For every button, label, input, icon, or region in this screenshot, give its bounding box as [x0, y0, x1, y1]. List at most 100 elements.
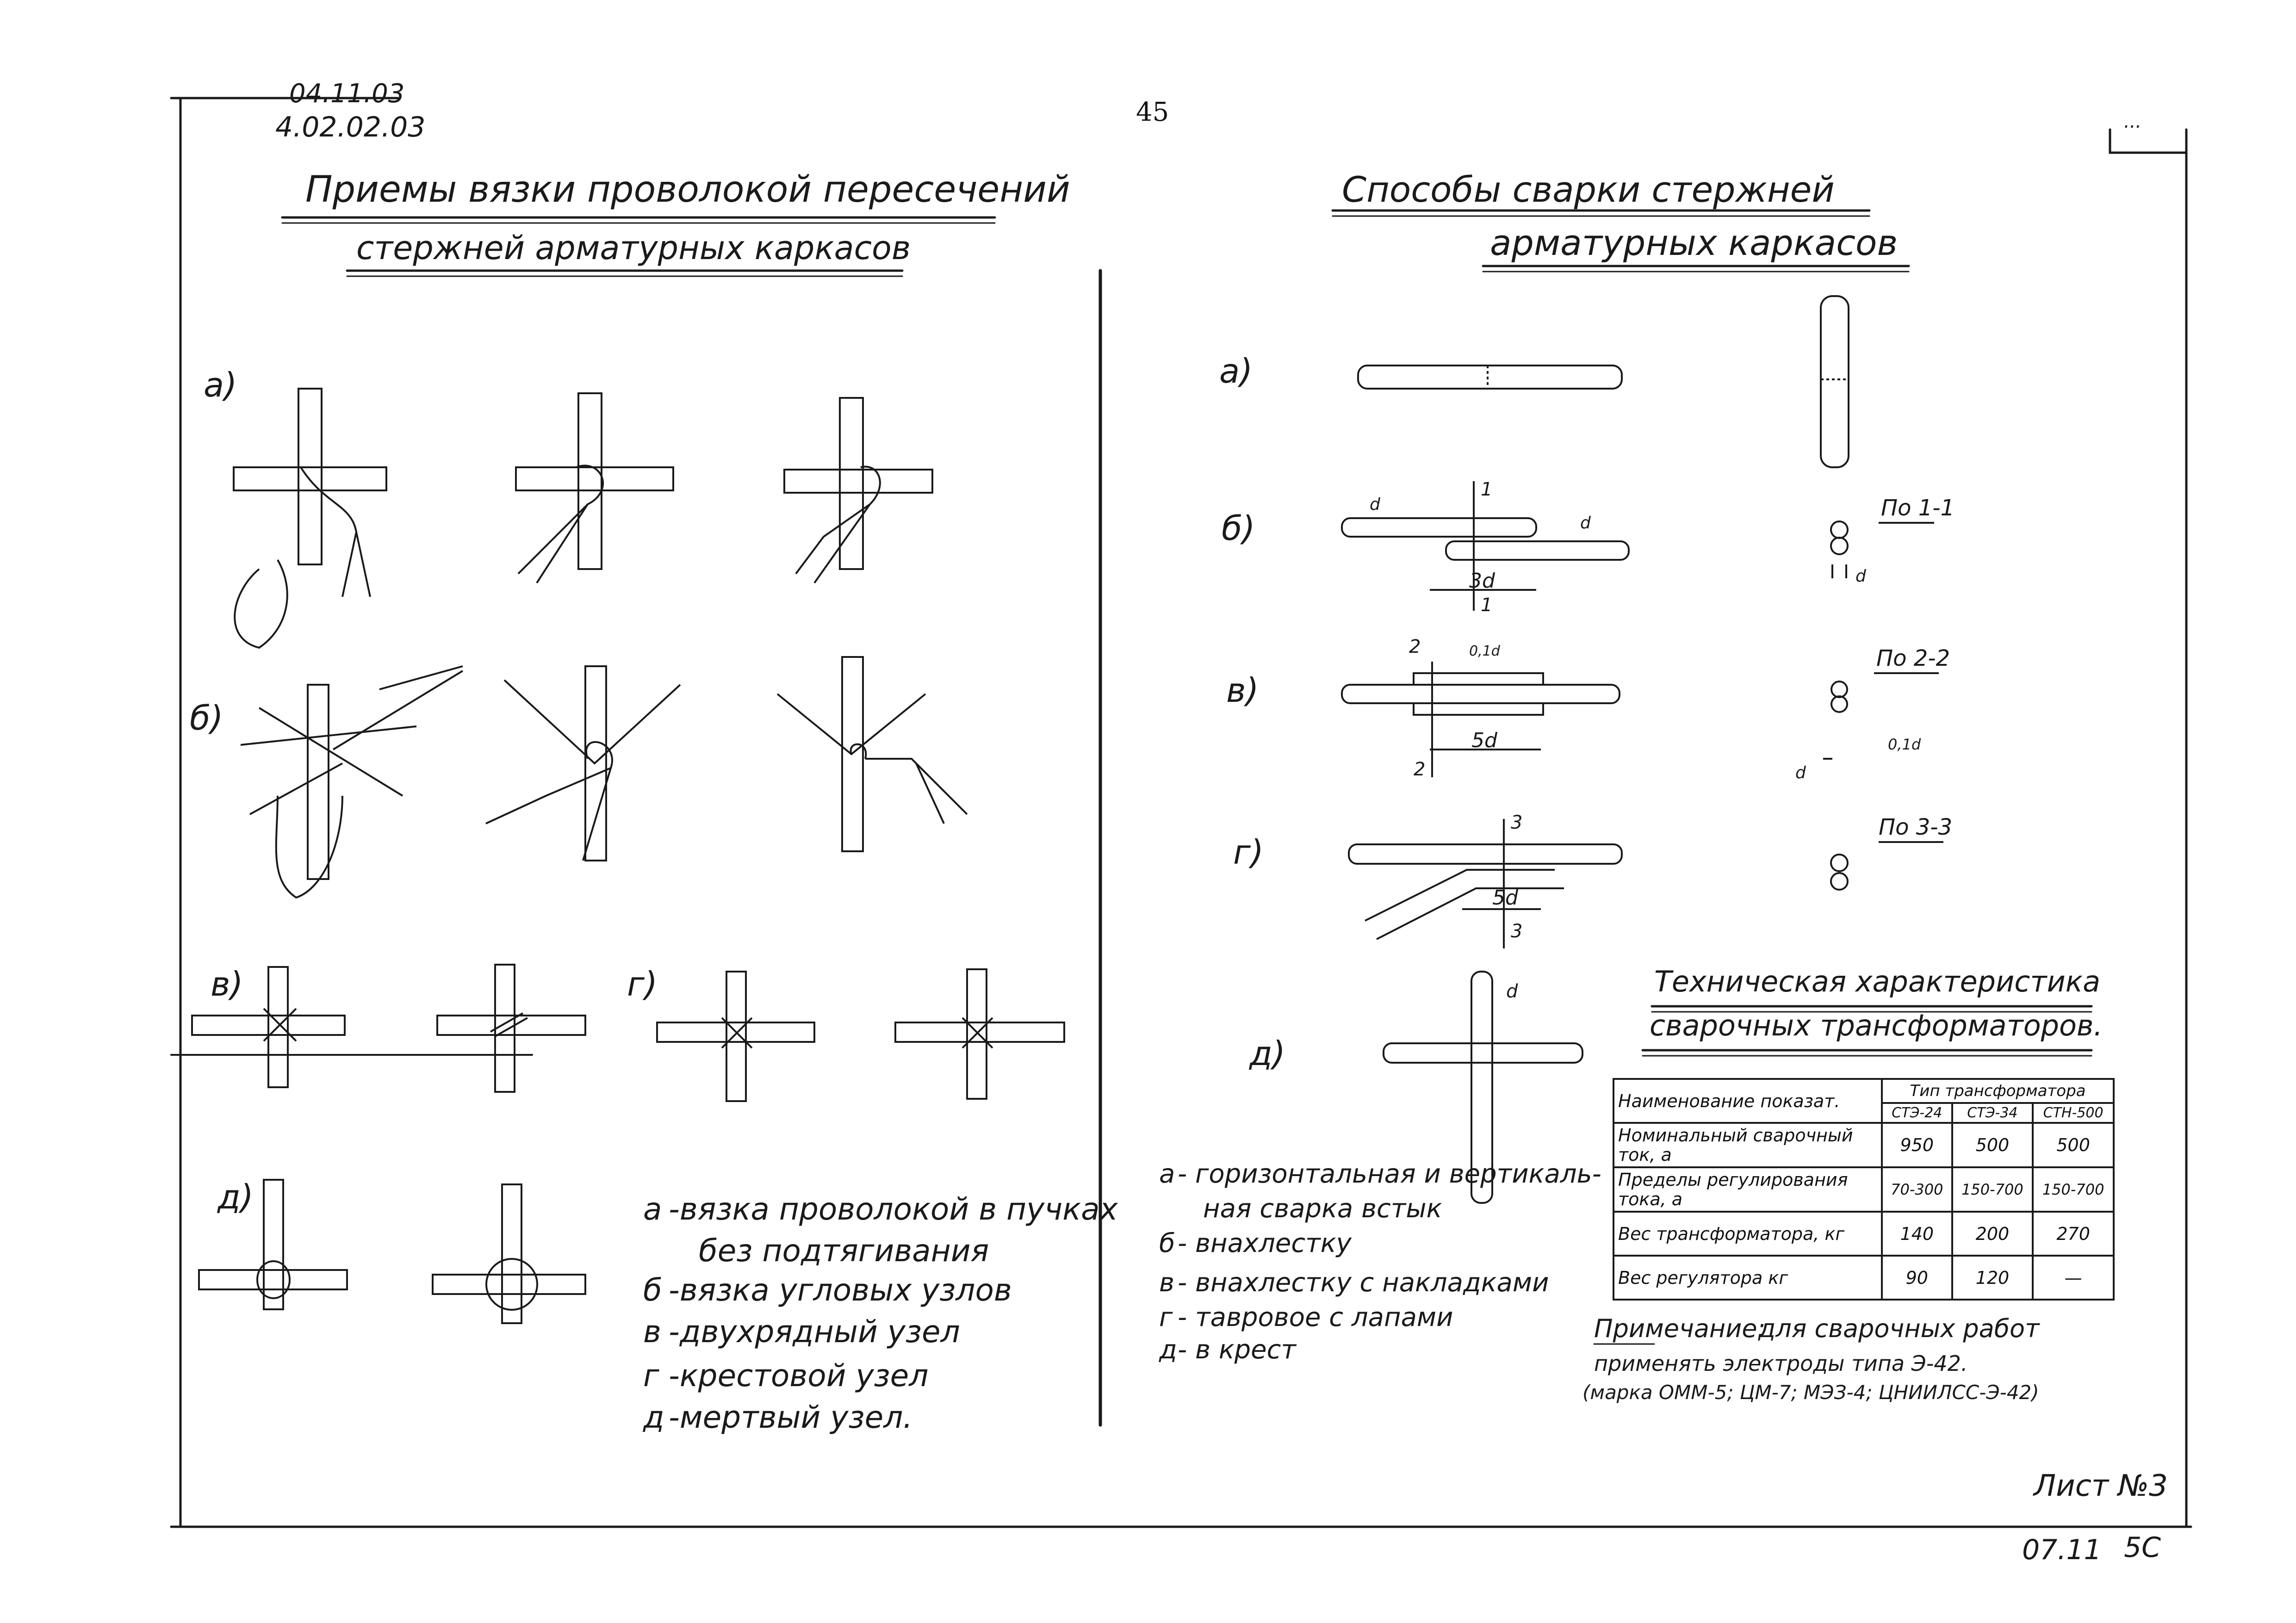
tie-a-1 — [233, 388, 387, 649]
corner-mark: ... — [2124, 111, 2142, 132]
right-legend-text-a2: ная сварка встык — [1203, 1194, 1442, 1224]
table-col-2: СТЭ-34 — [1951, 1102, 2034, 1124]
note-label: Примечание: — [1594, 1314, 1766, 1343]
transformer-table: Наименование показат. Тип трансформатора… — [1613, 1078, 2115, 1301]
table-subheader-row: СТЭ-24 СТЭ-34 СТН-500 — [1613, 1102, 2115, 1124]
right-title-line2: арматурных каркасов — [1490, 222, 1898, 263]
table-cell: 500 — [2032, 1122, 2115, 1168]
cut-1-bottom: 1 — [1481, 595, 1493, 616]
table-cell: 90 — [1881, 1255, 1953, 1301]
cut-1-top: 1 — [1481, 479, 1493, 500]
table-cell: 150-700 — [1951, 1166, 2034, 1213]
dim-01d-a: 0,1d — [1469, 643, 1500, 659]
table-cell: 270 — [2032, 1211, 2115, 1257]
weld-b-lap — [1341, 481, 1630, 611]
table-cell: 140 — [1881, 1211, 1953, 1257]
left-legend-text-c: -двухрядный узел — [669, 1314, 960, 1350]
left-title-line2: стержней арматурных каркасов — [356, 229, 911, 267]
tie-e-1 — [198, 1179, 348, 1310]
note-line2: применять электроды типа Э-42. — [1594, 1351, 1968, 1376]
left-legend-letter-d: г — [643, 1358, 659, 1394]
right-legend-text-d: - тавровое с лапами — [1178, 1302, 1453, 1332]
note-line1: для сварочных работ — [1758, 1314, 2040, 1343]
left-legend-letter-c: в — [643, 1314, 661, 1350]
table-header-group: Тип трансформатора — [1881, 1078, 2115, 1104]
table-col-1: СТЭ-24 — [1881, 1102, 1953, 1124]
left-label-c: в) — [211, 965, 243, 1004]
table-row-name: Вес регулятора кг — [1613, 1255, 1883, 1301]
tie-b-3 — [776, 656, 968, 852]
dim-d-5: d — [1506, 981, 1518, 1002]
table-header-row: Наименование показат. Тип трансформатора — [1613, 1078, 2115, 1124]
table-cell: 120 — [1951, 1255, 2034, 1301]
tie-a-3 — [783, 397, 933, 584]
right-legend-text-a: - горизонтальная и вертикаль- — [1178, 1159, 1601, 1189]
weld-d-section — [1830, 841, 1943, 891]
cut-3-top: 3 — [1511, 812, 1523, 833]
right-legend-text-c: - внахлестку с накладками — [1178, 1268, 1549, 1298]
table-col-3: СТН-500 — [2032, 1102, 2115, 1124]
dim-d-3: d — [1855, 567, 1866, 586]
tie-d-2 — [894, 968, 1065, 1100]
page-number: 45 — [1136, 97, 1169, 127]
tie-c-1 — [191, 966, 346, 1088]
right-legend-letter-c: в — [1159, 1268, 1175, 1298]
cut-3-bottom: 3 — [1511, 921, 1523, 942]
right-label-e: д) — [1249, 1034, 1285, 1073]
weld-d-tee — [1348, 819, 1623, 948]
dim-5d-strap: 5d — [1471, 729, 1497, 752]
left-label-a: а) — [204, 365, 237, 404]
right-label-c: в) — [1226, 671, 1259, 710]
table-row-name: Пределы регулирования тока, а — [1613, 1166, 1883, 1213]
dim-5d-tee: 5d — [1492, 886, 1518, 910]
dim-01d-b: 0,1d — [1888, 736, 1921, 753]
tie-d-1 — [656, 971, 815, 1102]
right-label-b: б) — [1222, 509, 1255, 548]
sheet-extra: 5С — [2124, 1531, 2161, 1564]
weld-c-strap — [1341, 662, 1620, 777]
table-cell: 150-700 — [2032, 1166, 2115, 1213]
dim-3d: 3d — [1469, 569, 1495, 593]
right-legend-letter-a: а — [1159, 1159, 1175, 1189]
table-row: Вес трансформатора, кг 140 200 270 — [1613, 1211, 2115, 1257]
cut-2-bottom: 2 — [1414, 759, 1426, 780]
table-cell: 950 — [1881, 1122, 1953, 1168]
note-line3: (марка ОММ-5; ЦМ-7; МЭЗ-4; ЦНИИЛСС-Э-42) — [1582, 1381, 2039, 1404]
right-legend-letter-d: г — [1159, 1302, 1173, 1332]
left-legend-text-d: -крестовой узел — [669, 1358, 929, 1394]
right-title-line1: Способы сварки стержней — [1342, 169, 1835, 210]
table-row: Вес регулятора кг 90 120 — — [1613, 1255, 2115, 1301]
dim-d-4: d — [1795, 763, 1806, 782]
tie-e-2 — [432, 1183, 586, 1324]
left-legend-text-b: -вязка угловых узлов — [669, 1272, 1012, 1308]
weld-a-horizontal — [1357, 365, 1623, 390]
table-cell: 70-300 — [1881, 1166, 1953, 1213]
sheet-code: 07.11 — [2022, 1534, 2102, 1566]
weld-b-section — [1830, 520, 1934, 578]
top-code-line2: 4.02.02.03 — [275, 111, 426, 143]
dim-d-1: d — [1370, 495, 1380, 514]
table-cell: 500 — [1951, 1122, 2034, 1168]
weld-c-section — [1823, 672, 1939, 760]
right-label-d: г) — [1233, 833, 1264, 872]
table-row-name: Вес трансформатора, кг — [1613, 1211, 1883, 1257]
left-label-e: д) — [217, 1177, 254, 1216]
weld-a-vertical — [1820, 295, 1849, 468]
tie-b-2 — [485, 665, 681, 861]
left-title-line1: Приемы вязки проволокой пересечений — [305, 169, 1070, 211]
left-legend-text-a: -вязка проволокой в пучках — [669, 1191, 1118, 1227]
table-row: Пределы регулирования тока, а 70-300 150… — [1613, 1166, 2115, 1213]
left-legend-letter-b: б — [643, 1272, 662, 1308]
section-label-3: По 3-3 — [1879, 814, 1953, 840]
table-row: Номинальный сварочный ток, а 950 500 500 — [1613, 1122, 2115, 1168]
weld-e-cross — [1383, 971, 1583, 1204]
top-code-line1: 04.11.03 — [289, 79, 405, 109]
left-legend-letter-e: д — [643, 1400, 664, 1435]
cut-2-top: 2 — [1409, 636, 1421, 657]
tie-b-1 — [240, 665, 464, 899]
right-legend-text-b: - внахлестку — [1178, 1228, 1352, 1258]
section-label-1: По 1-1 — [1881, 495, 1955, 521]
right-legend-letter-e: д — [1159, 1335, 1177, 1365]
sheet-label: Лист №3 — [2034, 1469, 2168, 1503]
